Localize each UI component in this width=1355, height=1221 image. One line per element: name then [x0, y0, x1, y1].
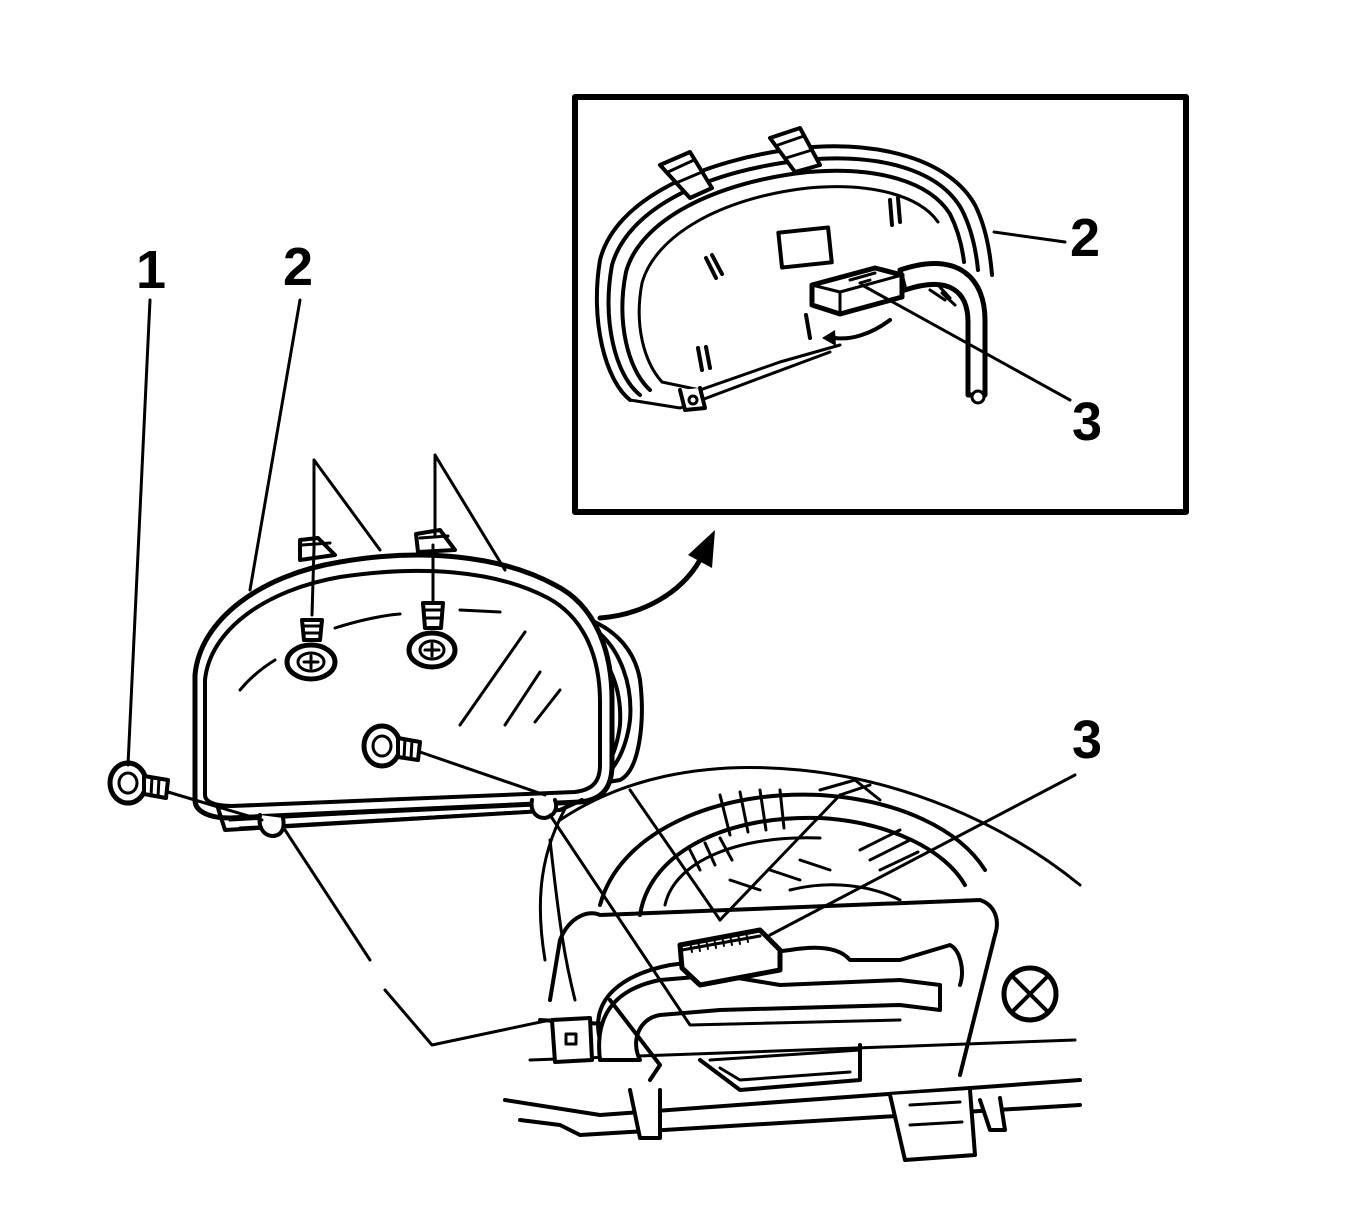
- inset-electrical-connector: [809, 265, 905, 317]
- callout-2: 2: [283, 237, 313, 297]
- leader-3: [768, 773, 1077, 937]
- screw-icon: [284, 546, 338, 682]
- inset-leader-3: [860, 283, 1072, 402]
- instrument-panel-carrier: [503, 765, 1082, 1162]
- instrument-cluster: [192, 528, 644, 838]
- screw-icon: [406, 543, 458, 670]
- inset-wire-harness: [897, 261, 988, 405]
- inset-callout-2: 2: [1070, 208, 1100, 268]
- detail-pointer-arrow: [597, 530, 715, 621]
- inset-detail-view: 2 3: [572, 94, 1189, 515]
- inset-frame: [572, 94, 1189, 515]
- mounting-screws: [107, 543, 547, 822]
- alignment-lines: [283, 453, 902, 1047]
- main-callouts: 1 2 3: [126, 237, 1102, 937]
- panel-electrical-connector: [677, 927, 783, 988]
- screw-icon: [361, 723, 547, 797]
- callout-3: 3: [1072, 710, 1102, 770]
- inset-leader-2: [992, 230, 1067, 244]
- inset-callout-3: 3: [1072, 392, 1102, 452]
- leader-1: [126, 298, 152, 767]
- inset-cluster-housing: [594, 126, 994, 412]
- inset-disconnect-arrow: [833, 318, 892, 341]
- callout-1: 1: [136, 240, 166, 300]
- leader-2: [248, 298, 302, 592]
